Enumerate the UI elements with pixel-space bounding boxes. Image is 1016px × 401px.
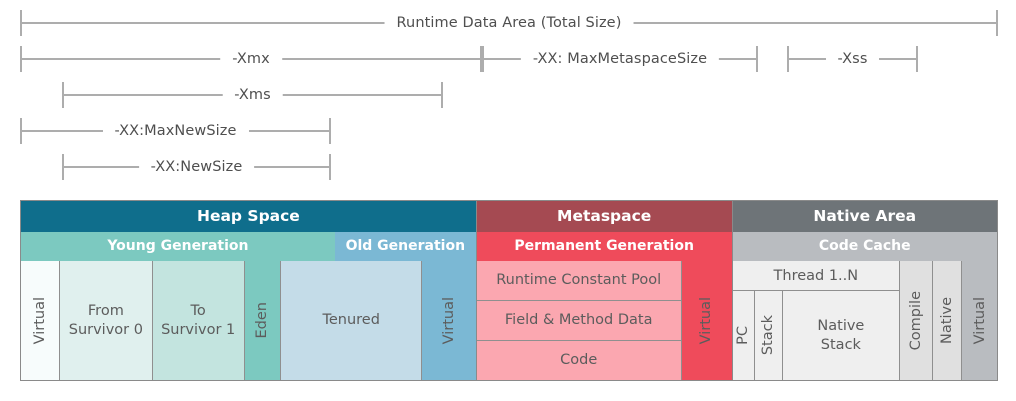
dimension-tick-left (482, 46, 484, 72)
heap-generation-row: Young Generation Old Generation (21, 232, 476, 261)
region-native-area: Native Area Code Cache Thread 1..N PC Stac… (731, 201, 997, 380)
dimension-row: -Xmx (20, 44, 482, 74)
dimension-tick-left (20, 46, 22, 72)
dimension-tick-right (480, 46, 482, 72)
metaspace-cell-virtual: Virtual (680, 261, 732, 380)
dimension-row: Runtime Data Area (Total Size) (20, 8, 998, 38)
native-thread-cell-pc: PC (732, 291, 755, 380)
region-metaspace: Metaspace Permanent Generation Runtime C… (475, 201, 732, 380)
metaspace-cell-0: Runtime Constant Pool (476, 261, 681, 300)
thread-header: Thread 1..N (732, 261, 900, 291)
native-cell-virtual: Virtual (961, 261, 997, 380)
dimension-label: -XX:NewSize (138, 152, 255, 182)
cell-label: Virtual (971, 296, 988, 345)
native-cell-compile: Compile (899, 261, 933, 380)
native-area-header: Native Area (732, 201, 997, 232)
cell-label: Stack (760, 315, 777, 356)
dimension-tick-right (916, 46, 918, 72)
cell-label: PC (735, 326, 752, 345)
dimension-tick-right (756, 46, 758, 72)
metaspace-cell-2: Code (476, 340, 681, 380)
heap-space-header: Heap Space (21, 201, 476, 232)
heap-cell-virtual: Virtual (21, 261, 60, 380)
dimension-tick-right (329, 154, 331, 180)
cell-label: Native (939, 297, 956, 344)
region-heap-space: Heap Space Young Generation Old Generati… (21, 201, 476, 380)
cell-label: Virtual (698, 296, 715, 345)
native-cell-native: Native (932, 261, 962, 380)
dimension-label: -XX:MaxNewSize (102, 116, 249, 146)
dimension-row: -Xss (787, 44, 918, 74)
cell-label: Tenured (322, 312, 380, 329)
cell-label: Compile (908, 290, 925, 351)
cell-label: Eden (254, 302, 271, 339)
dimension-row: -XX:MaxNewSize (20, 116, 331, 146)
dimension-tick-left (20, 118, 22, 144)
metaspace-header: Metaspace (476, 201, 732, 232)
dimension-tick-right (996, 10, 998, 36)
dimension-label: -XX: MaxMetaspaceSize (520, 44, 720, 74)
heap-cell-tenured: Tenured (280, 261, 422, 380)
dimension-label: Runtime Data Area (Total Size) (384, 8, 634, 38)
dimension-tick-left (20, 10, 22, 36)
memory-block-diagram: Heap Space Young Generation Old Generati… (20, 200, 998, 381)
heap-cell-virtual: Virtual (421, 261, 476, 380)
dimension-label: -Xms (222, 80, 283, 110)
dimension-row: -Xms (62, 80, 443, 110)
cell-label: Field & Method Data (504, 312, 653, 329)
cell-label: Code (560, 352, 598, 369)
cell-label: Virtual (32, 296, 49, 345)
dimension-label: -Xmx (220, 44, 282, 74)
code-cache-header: Code Cache (732, 232, 997, 261)
metaspace-cell-1: Field & Method Data (476, 300, 681, 340)
cell-label: Runtime Constant Pool (496, 272, 662, 289)
young-generation-header: Young Generation (21, 232, 335, 261)
native-thread-cell-stack: Stack (754, 291, 782, 380)
dimension-tick-right (441, 82, 443, 108)
dimension-row: -XX: MaxMetaspaceSize (482, 44, 758, 74)
permanent-generation-header: Permanent Generation (476, 232, 732, 261)
dimension-tick-left (787, 46, 789, 72)
old-generation-header: Old Generation (334, 232, 476, 261)
dimension-tick-left (62, 82, 64, 108)
cell-label: Virtual (440, 296, 457, 345)
dimension-row: -XX:NewSize (62, 152, 331, 182)
heap-cell-eden: Eden (243, 261, 281, 380)
dimension-label: -Xss (825, 44, 880, 74)
dimension-tick-left (62, 154, 64, 180)
dimension-tick-right (329, 118, 331, 144)
